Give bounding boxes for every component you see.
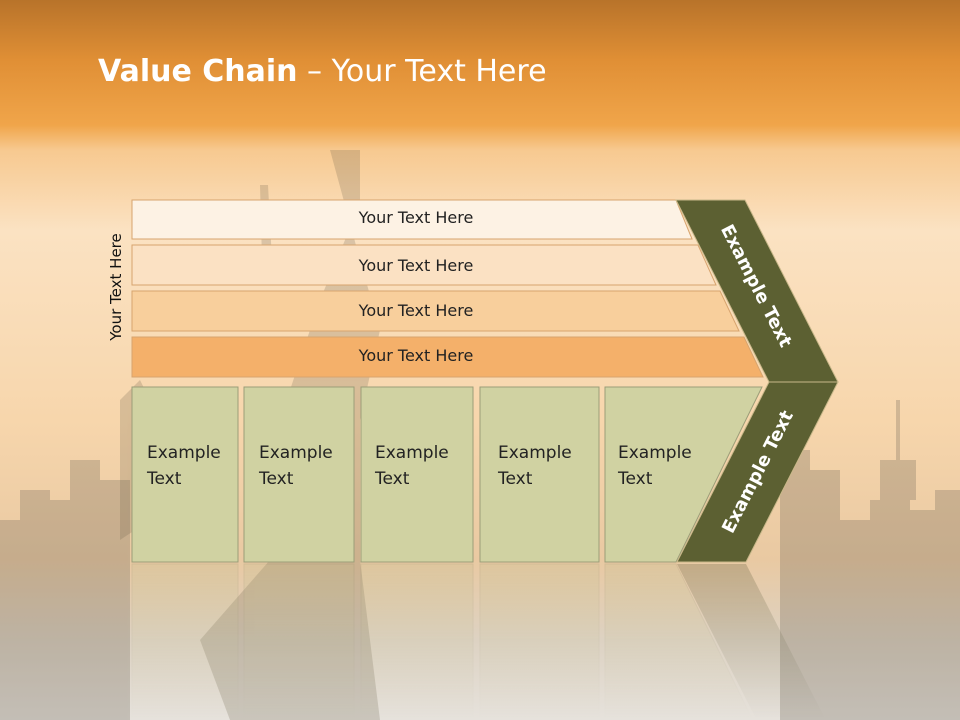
support-bar-3[interactable] bbox=[131, 290, 740, 332]
support-bar-2-label: Your Text Here bbox=[358, 256, 474, 275]
support-bar-1[interactable] bbox=[131, 199, 693, 240]
primary-box-4-label: Example Text bbox=[498, 443, 572, 489]
primary-box-5[interactable] bbox=[604, 386, 763, 563]
support-bar-2[interactable] bbox=[131, 244, 717, 286]
title-rest: – Your Text Here bbox=[297, 54, 547, 89]
support-bar-4[interactable] bbox=[131, 336, 764, 378]
support-bar-1-label: Your Text Here bbox=[358, 208, 474, 227]
primary-box-1-label: Example Text bbox=[147, 443, 221, 489]
primary-box-2-label: Example Text bbox=[259, 443, 333, 489]
slide-title: Value Chain – Your Text Here bbox=[98, 54, 547, 89]
primary-box-4[interactable] bbox=[479, 386, 600, 563]
margin-chevron-bottom[interactable] bbox=[676, 381, 839, 563]
primary-box-1[interactable] bbox=[131, 386, 239, 563]
primary-box-5-label: Example Text bbox=[618, 443, 692, 489]
primary-box-3[interactable] bbox=[360, 386, 474, 563]
primary-box-3-label: Example Text bbox=[375, 443, 449, 489]
support-bar-3-label: Your Text Here bbox=[358, 301, 474, 320]
support-bar-4-label: Your Text Here bbox=[358, 346, 474, 365]
primary-box-2[interactable] bbox=[243, 386, 355, 563]
title-bold: Value Chain bbox=[98, 54, 298, 89]
